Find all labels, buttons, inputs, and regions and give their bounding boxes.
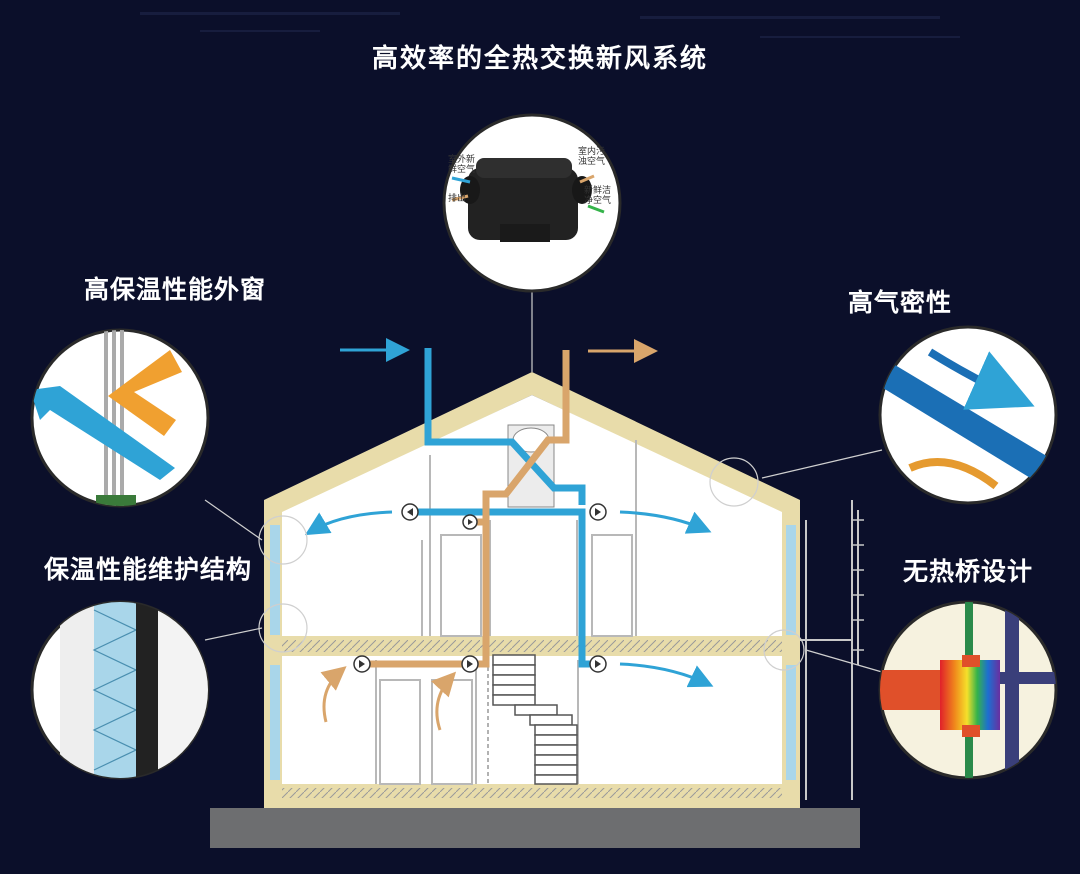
no-thermal-bridge-callout [878, 600, 1058, 780]
duct-vents [353, 503, 607, 673]
unit-label-exhaust: 排出 [448, 194, 467, 204]
ventilation-unit-callout [442, 113, 622, 293]
house [264, 372, 864, 808]
envelope-callout [30, 600, 210, 780]
airtight-callout [878, 325, 1058, 505]
unit-label-stale-in: 室内污 浊空气 [578, 147, 606, 167]
window-callout [30, 328, 210, 508]
floor-upper [282, 512, 782, 640]
staircase [492, 654, 578, 785]
unit-label-fresh-in: 室外新 鲜空气 [448, 155, 476, 175]
diagram-title: 高效率的全热交换新风系统 [371, 44, 708, 74]
background-streaks [140, 12, 960, 38]
unit-label-fresh-out: 新鲜洁 净空气 [584, 186, 612, 206]
label-airtight: 高气密性 [848, 288, 953, 317]
label-no-thermal-bridge: 无热桥设计 [903, 557, 1034, 586]
label-window: 高保温性能外窗 [84, 275, 267, 304]
ground-slab [210, 808, 860, 848]
heat-exchanger-unit [468, 168, 578, 240]
label-envelope: 保温性能维护结构 [44, 555, 253, 584]
